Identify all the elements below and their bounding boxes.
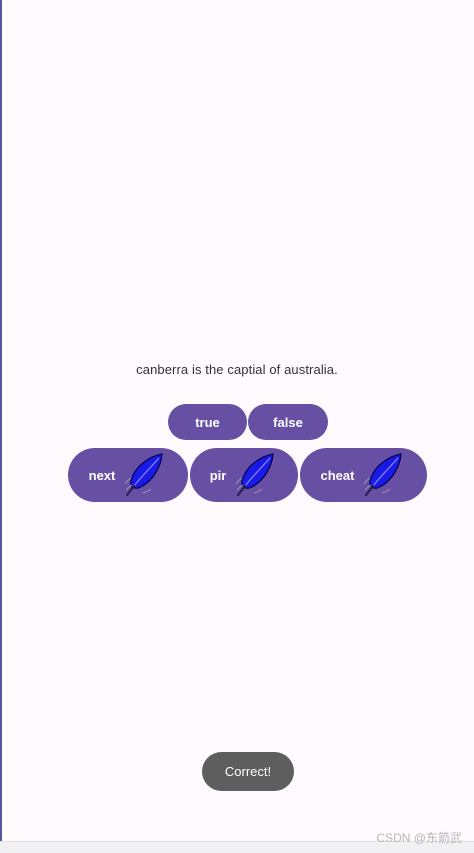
feather-icon	[235, 453, 274, 496]
watermark: CSDN @东箭武	[376, 831, 462, 845]
true-button-label: true	[195, 414, 220, 430]
pir-button-label: pir	[209, 467, 227, 483]
feather-icon	[124, 453, 164, 496]
bottom-strip	[0, 841, 474, 853]
false-button-label: false	[273, 414, 303, 430]
feather-icon	[364, 453, 403, 496]
cheat-button[interactable]: cheat	[300, 448, 427, 502]
next-button[interactable]: next	[68, 448, 188, 502]
cheat-button-label: cheat	[320, 467, 355, 483]
next-button-label: next	[88, 467, 116, 483]
toast-text: Correct!	[224, 764, 272, 779]
true-button[interactable]: true	[168, 404, 247, 440]
toast-message: Correct!	[202, 752, 294, 791]
window-left-edge	[0, 0, 2, 842]
question-text: canberra is the captial of australia.	[136, 362, 338, 377]
false-button[interactable]: false	[248, 404, 328, 440]
pir-button[interactable]: pir	[190, 448, 298, 502]
